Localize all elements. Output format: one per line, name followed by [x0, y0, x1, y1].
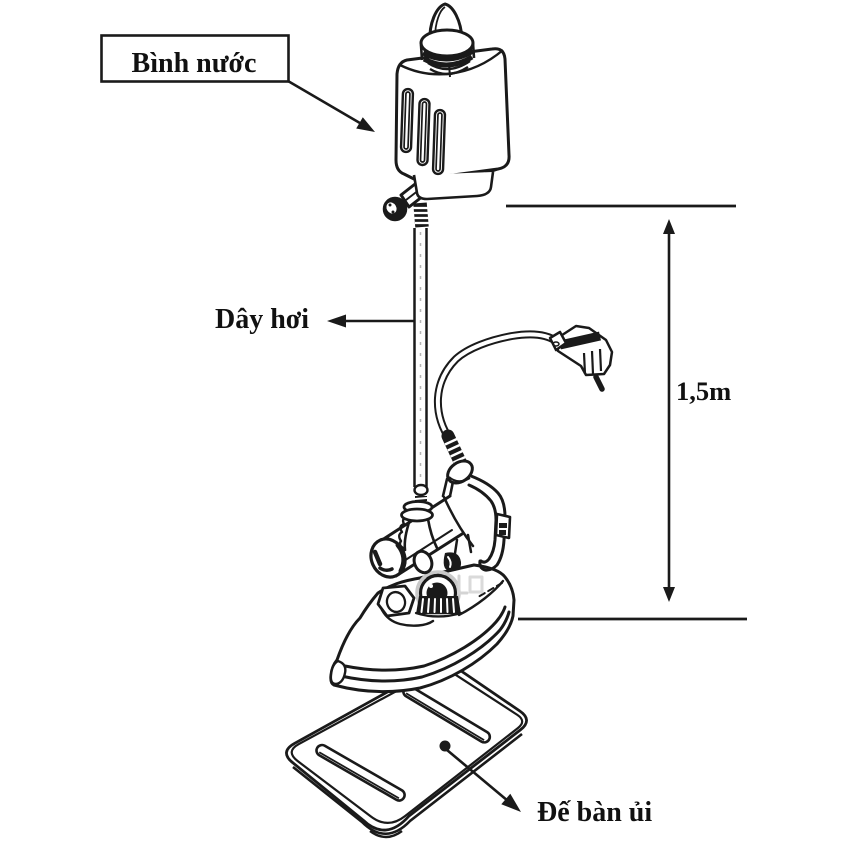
svg-text:Bình nước: Bình nước	[132, 48, 257, 79]
svg-text:1,5m: 1,5m	[676, 376, 731, 406]
svg-text:Dây hơi: Dây hơi	[215, 304, 309, 335]
svg-text:Đế bàn ủi: Đế bàn ủi	[537, 797, 652, 828]
